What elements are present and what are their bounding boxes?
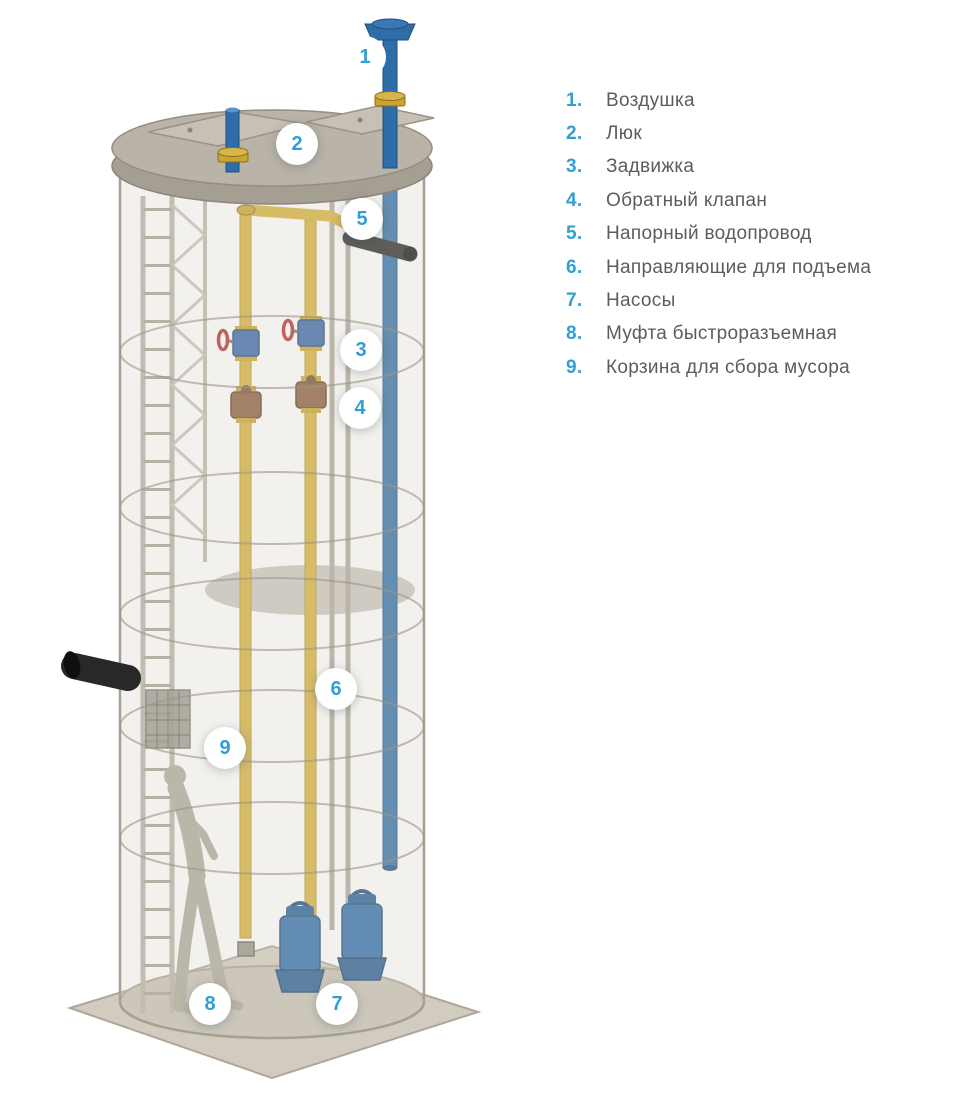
ring-stiffeners [119,315,425,875]
legend-label: Обратный клапан [606,189,768,211]
legend-label: Насосы [606,290,676,312]
legend-number: 8. [566,323,583,345]
callout-5-label: 5 [356,207,368,230]
callout-7-label: 7 [331,992,343,1015]
handwheel-right-icon [281,318,295,342]
legend-label: Воздушка [606,89,695,111]
callout-2-label: 2 [291,132,303,155]
legend-number: 6. [566,256,583,278]
tank-lid [111,105,435,205]
inlet-pipe [61,651,141,691]
legend-item-guides: 6. Направляющие для подъема [566,251,871,284]
legend-number: 9. [566,356,583,378]
legend-item-coupling: 8. Муфта быстроразъемная [566,318,871,351]
station-drawing [61,18,482,1080]
callout-6: 6 [315,668,357,710]
legend-number: 3. [566,156,583,178]
station-illustration: 1 2 5 3 4 6 9 8 7 [61,18,482,1080]
legend-number: 2. [566,123,583,145]
tank-shell [118,168,426,1040]
lid-stub-pipe [217,107,249,173]
legend-item-gate-valve: 3. Задвижка [566,151,871,184]
callout-3: 3 [340,329,382,371]
callout-5: 5 [341,198,383,240]
pump-right [337,889,387,981]
legend-item-vent: 1. Воздушка [566,84,871,117]
legend-number: 7. [566,290,583,312]
callout-8-label: 8 [204,992,216,1015]
legend-label: Напорный водопровод [606,223,812,245]
legend: 1. Воздушка 2. Люк 3. Задвижка 4. Обратн… [566,84,871,385]
air-vent-pipe [364,18,416,169]
maintenance-worker [164,765,244,1015]
pump-left [275,901,325,993]
legend-item-pressure-pipe: 5. Напорный водопровод [566,218,871,251]
outlet-pipe [342,230,418,262]
legend-number: 5. [566,223,583,245]
callout-1-label: 1 [359,45,371,68]
hatch-plate-right [305,105,435,135]
legend-label: Муфта быстроразъемная [606,323,838,345]
legend-label: Задвижка [606,156,695,178]
callout-6-label: 6 [330,677,342,700]
callout-3-label: 3 [355,338,367,361]
legend-item-basket: 9. Корзина для сбора мусора [566,351,871,384]
legend-label: Корзина для сбора мусора [606,356,850,378]
legend-item-hatch: 2. Люк [566,117,871,150]
callout-8: 8 [189,983,231,1025]
legend-number: 1. [566,89,583,111]
handwheel-left-icon [216,328,230,352]
callout-1: 1 [344,36,386,78]
callout-4-label: 4 [354,396,366,419]
legend-label: Люк [606,123,642,145]
callout-9-label: 9 [219,736,231,759]
callout-2: 2 [276,123,318,165]
callout-7: 7 [316,983,358,1025]
legend-number: 4. [566,189,583,211]
legend-item-check-valve: 4. Обратный клапан [566,184,871,217]
legend-item-pumps: 7. Насосы [566,284,871,317]
callout-9: 9 [204,727,246,769]
legend-label: Направляющие для подъема [606,256,872,278]
callout-4: 4 [339,387,381,429]
gate-valves [216,316,325,361]
